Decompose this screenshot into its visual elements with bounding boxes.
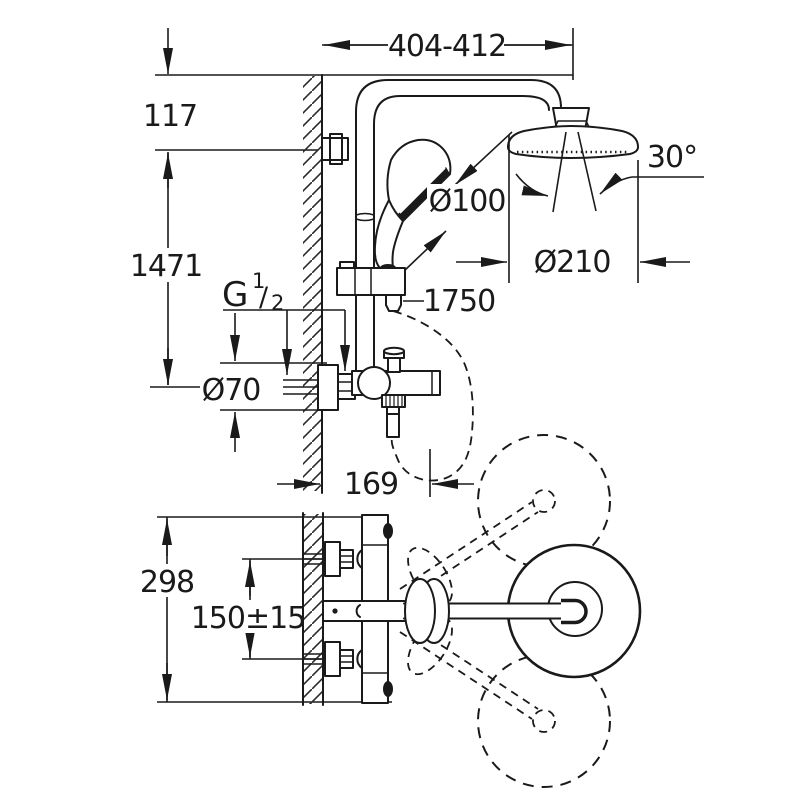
inlet-rosette-top	[324, 541, 341, 577]
ext-lines-body-height	[157, 516, 392, 703]
thermostat-body	[302, 514, 415, 704]
thread-slash: /	[259, 282, 269, 313]
bath-mixer-side	[283, 346, 441, 438]
label-mask	[427, 184, 508, 215]
dim-thread-size: G 1 / 2	[222, 261, 283, 315]
handle-right	[391, 220, 404, 269]
thread-numerator: 1	[252, 269, 264, 293]
arm-inner	[373, 95, 550, 125]
leader-hand-dia-upper	[454, 131, 513, 186]
dim-spray-angle: 30°	[647, 140, 697, 175]
label-mask	[140, 248, 193, 282]
inlet-stub-top	[302, 553, 325, 565]
shaft-end-cap	[561, 598, 588, 625]
spray-arc-right	[599, 172, 633, 195]
label-mask	[141, 564, 193, 597]
ext-lines-rosette	[220, 362, 327, 411]
hose-outlet-pipe	[386, 406, 400, 438]
shower-hose-dashed	[390, 310, 474, 482]
dim-rosette-dia: Ø70	[202, 373, 261, 408]
inlet-stub-bottom	[302, 653, 325, 665]
slot-fill	[324, 602, 404, 620]
body-division-lines	[361, 544, 389, 674]
handle-left	[373, 199, 390, 269]
holder-clamp-lines	[354, 267, 372, 296]
mixer-ball	[357, 366, 391, 400]
diverter-stem	[387, 356, 401, 373]
spray-cone-lines	[552, 131, 597, 213]
spray-arc-left	[515, 173, 549, 197]
wall-hatch	[303, 76, 322, 491]
dim-arm-reach: 404-412	[388, 29, 506, 64]
valve-cap-top	[383, 523, 393, 539]
inlet-nut-bottom	[339, 649, 354, 669]
lever-handle	[355, 543, 642, 679]
inlet-nut-flats-top	[339, 555, 354, 563]
leader-hand-dia-lower	[403, 230, 447, 272]
head-body	[507, 125, 639, 159]
label-mask	[197, 600, 299, 633]
hand-shower-holder	[336, 261, 406, 312]
dim-hose-length: 1750	[423, 284, 495, 319]
wall-dot	[332, 608, 338, 614]
thread-g: G	[222, 275, 247, 315]
plan-view	[157, 434, 642, 788]
dim-body-height: 298	[140, 565, 194, 600]
label-mask	[343, 467, 401, 498]
lever-knob-face	[404, 578, 436, 644]
front-view	[150, 28, 704, 497]
dim-hand-shower-dia: Ø100	[429, 184, 506, 219]
handle-hub-down-dashed	[532, 709, 556, 733]
riser-joint	[355, 212, 375, 222]
ext-lines-head-dia	[508, 135, 639, 283]
dimension-labels: 404-412 117 1471 30° Ø100 Ø210 1750 Ø70 …	[130, 29, 698, 636]
shower-pipe	[321, 79, 562, 372]
hand-shower-head	[386, 138, 452, 222]
mixer-rosette	[317, 364, 339, 411]
riser-pipe	[355, 111, 375, 372]
wall-lines-plan	[302, 512, 324, 706]
wall-hatch-plan	[304, 514, 323, 704]
inlet-dome-bottom	[356, 649, 363, 669]
head-top-bump	[554, 120, 590, 128]
knurl-ticks	[385, 396, 403, 406]
inlet-nut-flats-bottom	[339, 655, 354, 663]
thread-denominator: 2	[271, 291, 283, 315]
face-band-highlight	[399, 167, 446, 214]
supply-pipe-lines	[283, 379, 318, 395]
hand-shower	[373, 138, 452, 269]
dim-inlet-distance: 150±15	[191, 601, 306, 636]
face-band	[398, 167, 450, 221]
dim-projection: 169	[344, 467, 398, 502]
hose-nipple	[385, 294, 402, 312]
wall-bracket	[321, 133, 349, 165]
valve-cap-bottom	[383, 681, 393, 697]
dim-head-shower-dia: Ø210	[534, 245, 611, 280]
inlet-rosette-bottom	[324, 641, 341, 677]
arm-outer	[355, 79, 562, 113]
head-shower	[507, 107, 704, 213]
inlet-dome-top	[356, 549, 363, 569]
dim-riser-height: 1471	[130, 249, 202, 284]
handle-hub-up-dashed	[532, 489, 556, 513]
inlet-nut-top	[339, 549, 354, 569]
diverter-cap-top	[383, 346, 405, 356]
dim-arm-drop: 117	[143, 99, 197, 134]
